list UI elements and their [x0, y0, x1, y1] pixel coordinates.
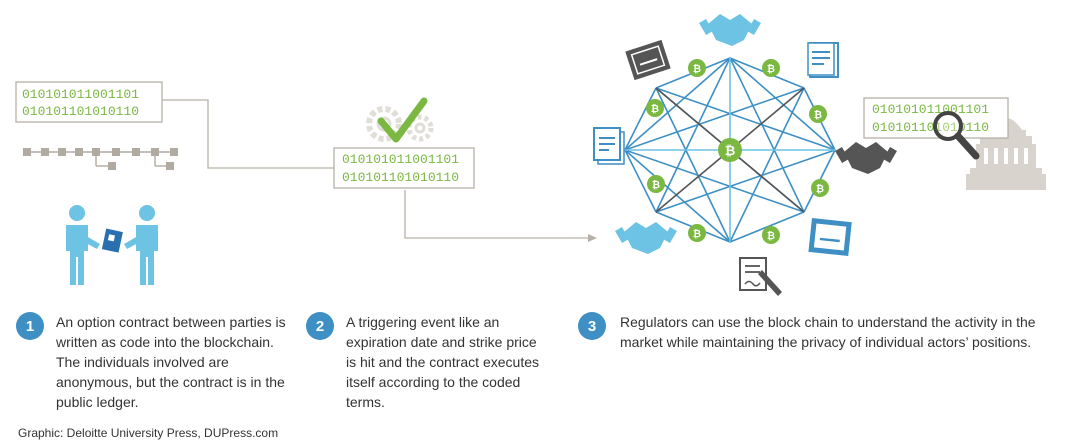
code-line-right-2: 010101101010110 [872, 120, 989, 135]
step-1-number-badge: 1 [16, 312, 44, 340]
bitcoin-coins: ₿ ₿ ₿ ₿ ₿ ₿ ₿ ₿ [646, 59, 829, 244]
bitcoin-coin: ₿ [688, 224, 706, 242]
chain-of-blocks-icon [23, 148, 178, 170]
step-2-description: A triggering event like an expiration da… [346, 314, 539, 410]
signed-document-icon [739, 257, 782, 296]
document-icon [807, 42, 839, 78]
step-3: 3 Regulators can use the block chain to … [578, 312, 1070, 352]
handshake-icon [699, 14, 761, 46]
bitcoin-coin: ₿ [688, 59, 706, 77]
graphic-credit: Graphic: Deloitte University Press, DUPr… [18, 426, 279, 440]
code-line-middle-1: 010101011001101 [342, 152, 459, 167]
bitcoin-coin: ₿ [762, 226, 780, 244]
magnifying-glass-icon [933, 111, 980, 160]
code-line-middle-2: 010101101010110 [342, 170, 459, 185]
coin-symbol: ₿ [767, 230, 775, 242]
coin-symbol: ₿ [651, 103, 659, 115]
step-3-number-badge: 3 [578, 312, 606, 340]
code-block-middle: 010101011001101 010101101010110 [333, 147, 475, 189]
coin-symbol: ₿ [652, 179, 660, 191]
code-line-left-1: 010101011001101 [22, 87, 139, 102]
step-2-number-badge: 2 [306, 312, 334, 340]
step-1-description: An option contract between parties is wr… [56, 314, 286, 410]
coin-symbol: ₿ [693, 63, 701, 75]
certificate-icon [808, 218, 852, 257]
step-3-description: Regulators can use the block chain to un… [620, 314, 1036, 350]
step-2: 2 A triggering event like an expiration … [306, 312, 546, 412]
code-line-right-1: 010101011001101 [872, 102, 989, 117]
code-block-left: 010101011001101 010101101010110 [15, 81, 163, 123]
gears-with-check-icon [366, 97, 434, 143]
bitcoin-coin: ₿ [762, 59, 780, 77]
coin-symbol: ₿ [814, 109, 822, 121]
bitcoin-coin: ₿ [647, 175, 665, 193]
bitcoin-coin: ₿ [811, 179, 829, 197]
diagram-artwork: 010101011001101 010101101010110 [15, 14, 1046, 296]
bitcoin-coin: ₿ [646, 99, 664, 117]
coin-symbol: ₿ [725, 144, 736, 159]
coin-symbol: ₿ [816, 183, 824, 195]
handshake-icon [615, 222, 677, 254]
handshake-icon [835, 142, 897, 174]
code-line-left-2: 010101101010110 [22, 104, 139, 119]
certificate-icon [625, 39, 671, 81]
coin-symbol: ₿ [767, 63, 775, 75]
two-people-exchanging-document-icon [66, 205, 158, 285]
coin-symbol: ₿ [693, 228, 701, 240]
bitcoin-coin: ₿ [718, 138, 742, 162]
connector-lines [162, 99, 597, 242]
step-1: 1 An option contract between parties is … [16, 312, 286, 412]
document-icon [593, 127, 625, 165]
bitcoin-coin: ₿ [809, 105, 827, 123]
